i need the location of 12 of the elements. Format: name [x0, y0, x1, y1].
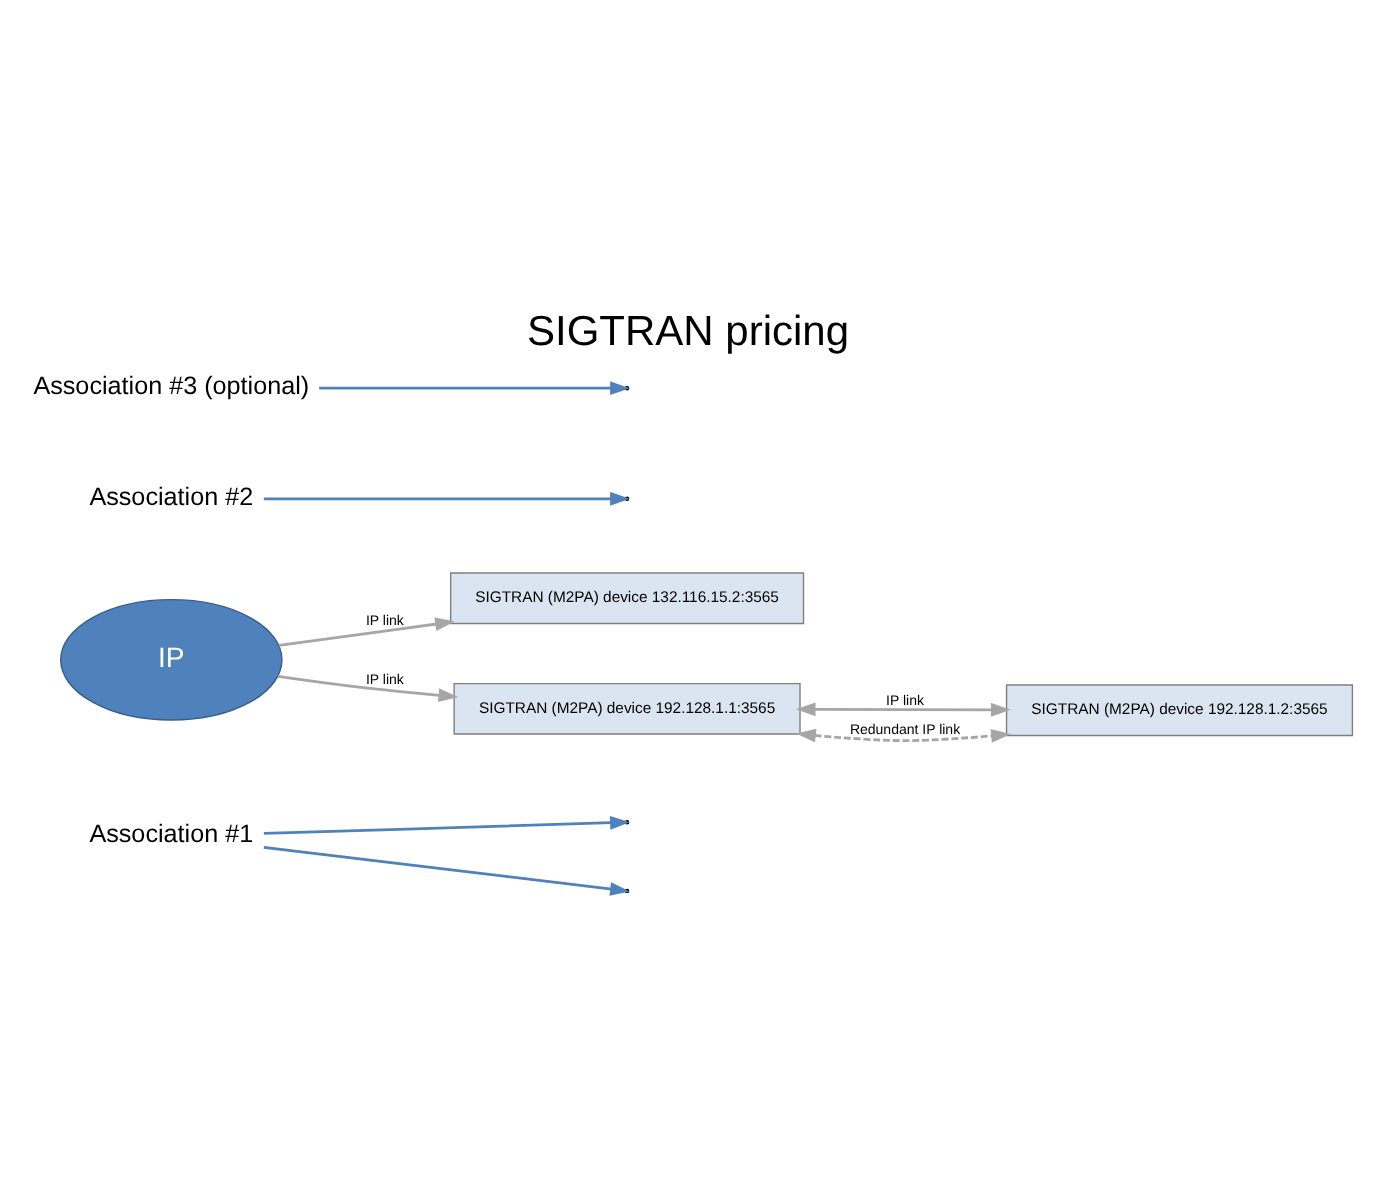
- node-text: Association #2: [89, 482, 254, 511]
- arrow: [796, 728, 1011, 743]
- arrow: [795, 702, 1011, 717]
- node-text: Association #1: [89, 820, 254, 849]
- arrow: [278, 617, 455, 647]
- node-ellipse: IP: [60, 598, 283, 721]
- arrow: [277, 675, 459, 703]
- node-box: SIGTRAN (M2PA) device 192.128.1.2:3565: [1005, 684, 1354, 737]
- node-text: Association #3 (optional): [33, 372, 310, 401]
- node-box: SIGTRAN (M2PA) device 192.128.1.1:3565: [453, 682, 801, 735]
- node-box: SIGTRAN (M2PA) device 132.116.15.2:3565: [449, 572, 805, 625]
- diagram-title: SIGTRAN pricing: [526, 308, 850, 355]
